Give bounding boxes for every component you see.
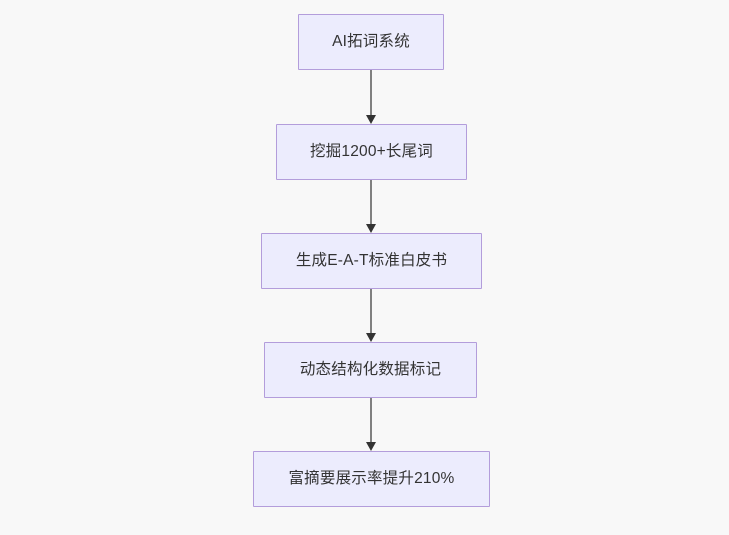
arrowhead-icon bbox=[366, 333, 376, 342]
node-label: 挖掘1200+长尾词 bbox=[309, 143, 434, 161]
arrowhead-icon bbox=[366, 224, 376, 233]
edge-n2-n3 bbox=[366, 180, 376, 233]
edge-n1-n2 bbox=[366, 70, 376, 124]
edge-line bbox=[370, 180, 372, 224]
edge-line bbox=[370, 289, 372, 333]
edge-line bbox=[370, 398, 372, 442]
flowchart-node-mine-longtail-keywords[interactable]: 挖掘1200+长尾词 bbox=[276, 124, 467, 180]
node-label: 动态结构化数据标记 bbox=[299, 361, 442, 379]
arrowhead-icon bbox=[366, 442, 376, 451]
edge-n3-n4 bbox=[366, 289, 376, 342]
node-label: 生成E-A-T标准白皮书 bbox=[295, 252, 448, 270]
node-label: AI拓词系统 bbox=[332, 33, 410, 51]
flowchart-node-ai-keyword-system[interactable]: AI拓词系统 bbox=[298, 14, 444, 70]
edge-n4-n5 bbox=[366, 398, 376, 451]
edge-line bbox=[370, 70, 372, 115]
flowchart-node-generate-eat-whitepaper[interactable]: 生成E-A-T标准白皮书 bbox=[261, 233, 482, 289]
node-label: 富摘要展示率提升210% bbox=[288, 470, 455, 488]
flowchart-node-rich-snippet-impression-lift[interactable]: 富摘要展示率提升210% bbox=[253, 451, 490, 507]
arrowhead-icon bbox=[366, 115, 376, 124]
flowchart-node-dynamic-structured-data-markup[interactable]: 动态结构化数据标记 bbox=[264, 342, 477, 398]
